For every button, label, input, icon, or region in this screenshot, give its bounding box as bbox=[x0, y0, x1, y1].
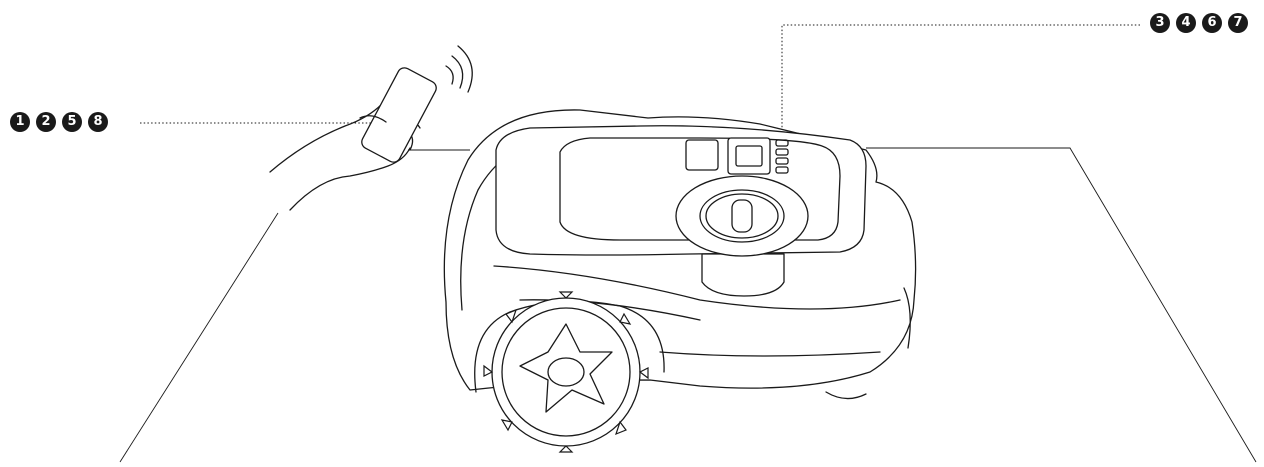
status-leds-icon bbox=[775, 139, 789, 174]
callout-phone-features: 1 2 5 8 bbox=[10, 112, 108, 132]
display-screen-icon bbox=[727, 137, 771, 175]
control-button-icon bbox=[685, 139, 719, 171]
callout-badge: 8 bbox=[88, 112, 108, 132]
callout-badge: 4 bbox=[1176, 13, 1196, 33]
callout-badge: 2 bbox=[36, 112, 56, 132]
callout-badge: 6 bbox=[1202, 13, 1222, 33]
wheel-icon bbox=[474, 291, 665, 453]
wireless-signal-icon bbox=[445, 45, 473, 93]
callout-badge: 1 bbox=[10, 112, 30, 132]
callout-badge: 7 bbox=[1228, 13, 1248, 33]
smartphone-icon bbox=[359, 67, 437, 163]
leader-lines bbox=[140, 24, 1140, 130]
ground-plane-lines bbox=[119, 147, 1257, 463]
callout-badge: 3 bbox=[1150, 13, 1170, 33]
callout-display-features: 3 4 6 7 bbox=[1150, 13, 1248, 33]
leader-line-display bbox=[781, 24, 1140, 130]
callout-badge: 5 bbox=[62, 112, 82, 132]
